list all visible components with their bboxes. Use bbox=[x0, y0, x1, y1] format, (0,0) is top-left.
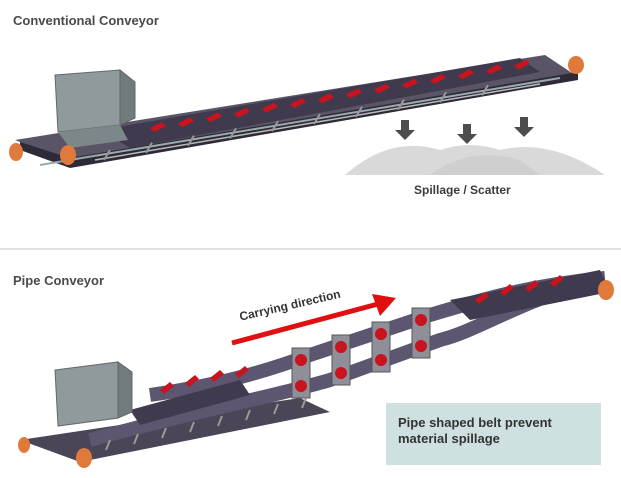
down-arrow-icon bbox=[457, 124, 477, 144]
tail-pulley bbox=[76, 448, 92, 468]
down-arrow-icon bbox=[514, 117, 534, 137]
pipe-note-text: Pipe shaped belt prevent material spilla… bbox=[398, 415, 552, 446]
support-legs bbox=[105, 397, 307, 451]
hopper bbox=[54, 68, 136, 148]
conventional-conveyor-title: Conventional Conveyor bbox=[13, 13, 159, 28]
conveyor-frame bbox=[20, 398, 330, 462]
head-pulley bbox=[598, 280, 614, 300]
tail-pulley bbox=[18, 437, 30, 453]
pipe-note-box: Pipe shaped belt prevent material spilla… bbox=[386, 403, 601, 465]
tail-pulley bbox=[9, 143, 23, 161]
head-pulley bbox=[568, 56, 584, 74]
support-legs bbox=[103, 84, 489, 161]
idler-panels bbox=[291, 307, 431, 399]
tail-pulley bbox=[60, 145, 76, 165]
hopper bbox=[54, 361, 133, 427]
pipe-conveyor-title: Pipe Conveyor bbox=[13, 273, 105, 288]
right-arrow-icon bbox=[231, 294, 396, 346]
idler-set bbox=[160, 275, 564, 394]
conveyor-belt bbox=[100, 58, 540, 148]
idler-set bbox=[150, 59, 530, 132]
section-divider bbox=[0, 248, 621, 250]
down-arrow-icon bbox=[395, 120, 415, 140]
spill-piles bbox=[345, 145, 605, 175]
conventional-conveyor-illustration bbox=[9, 55, 605, 175]
spillage-label: Spillage / Scatter bbox=[414, 183, 511, 197]
